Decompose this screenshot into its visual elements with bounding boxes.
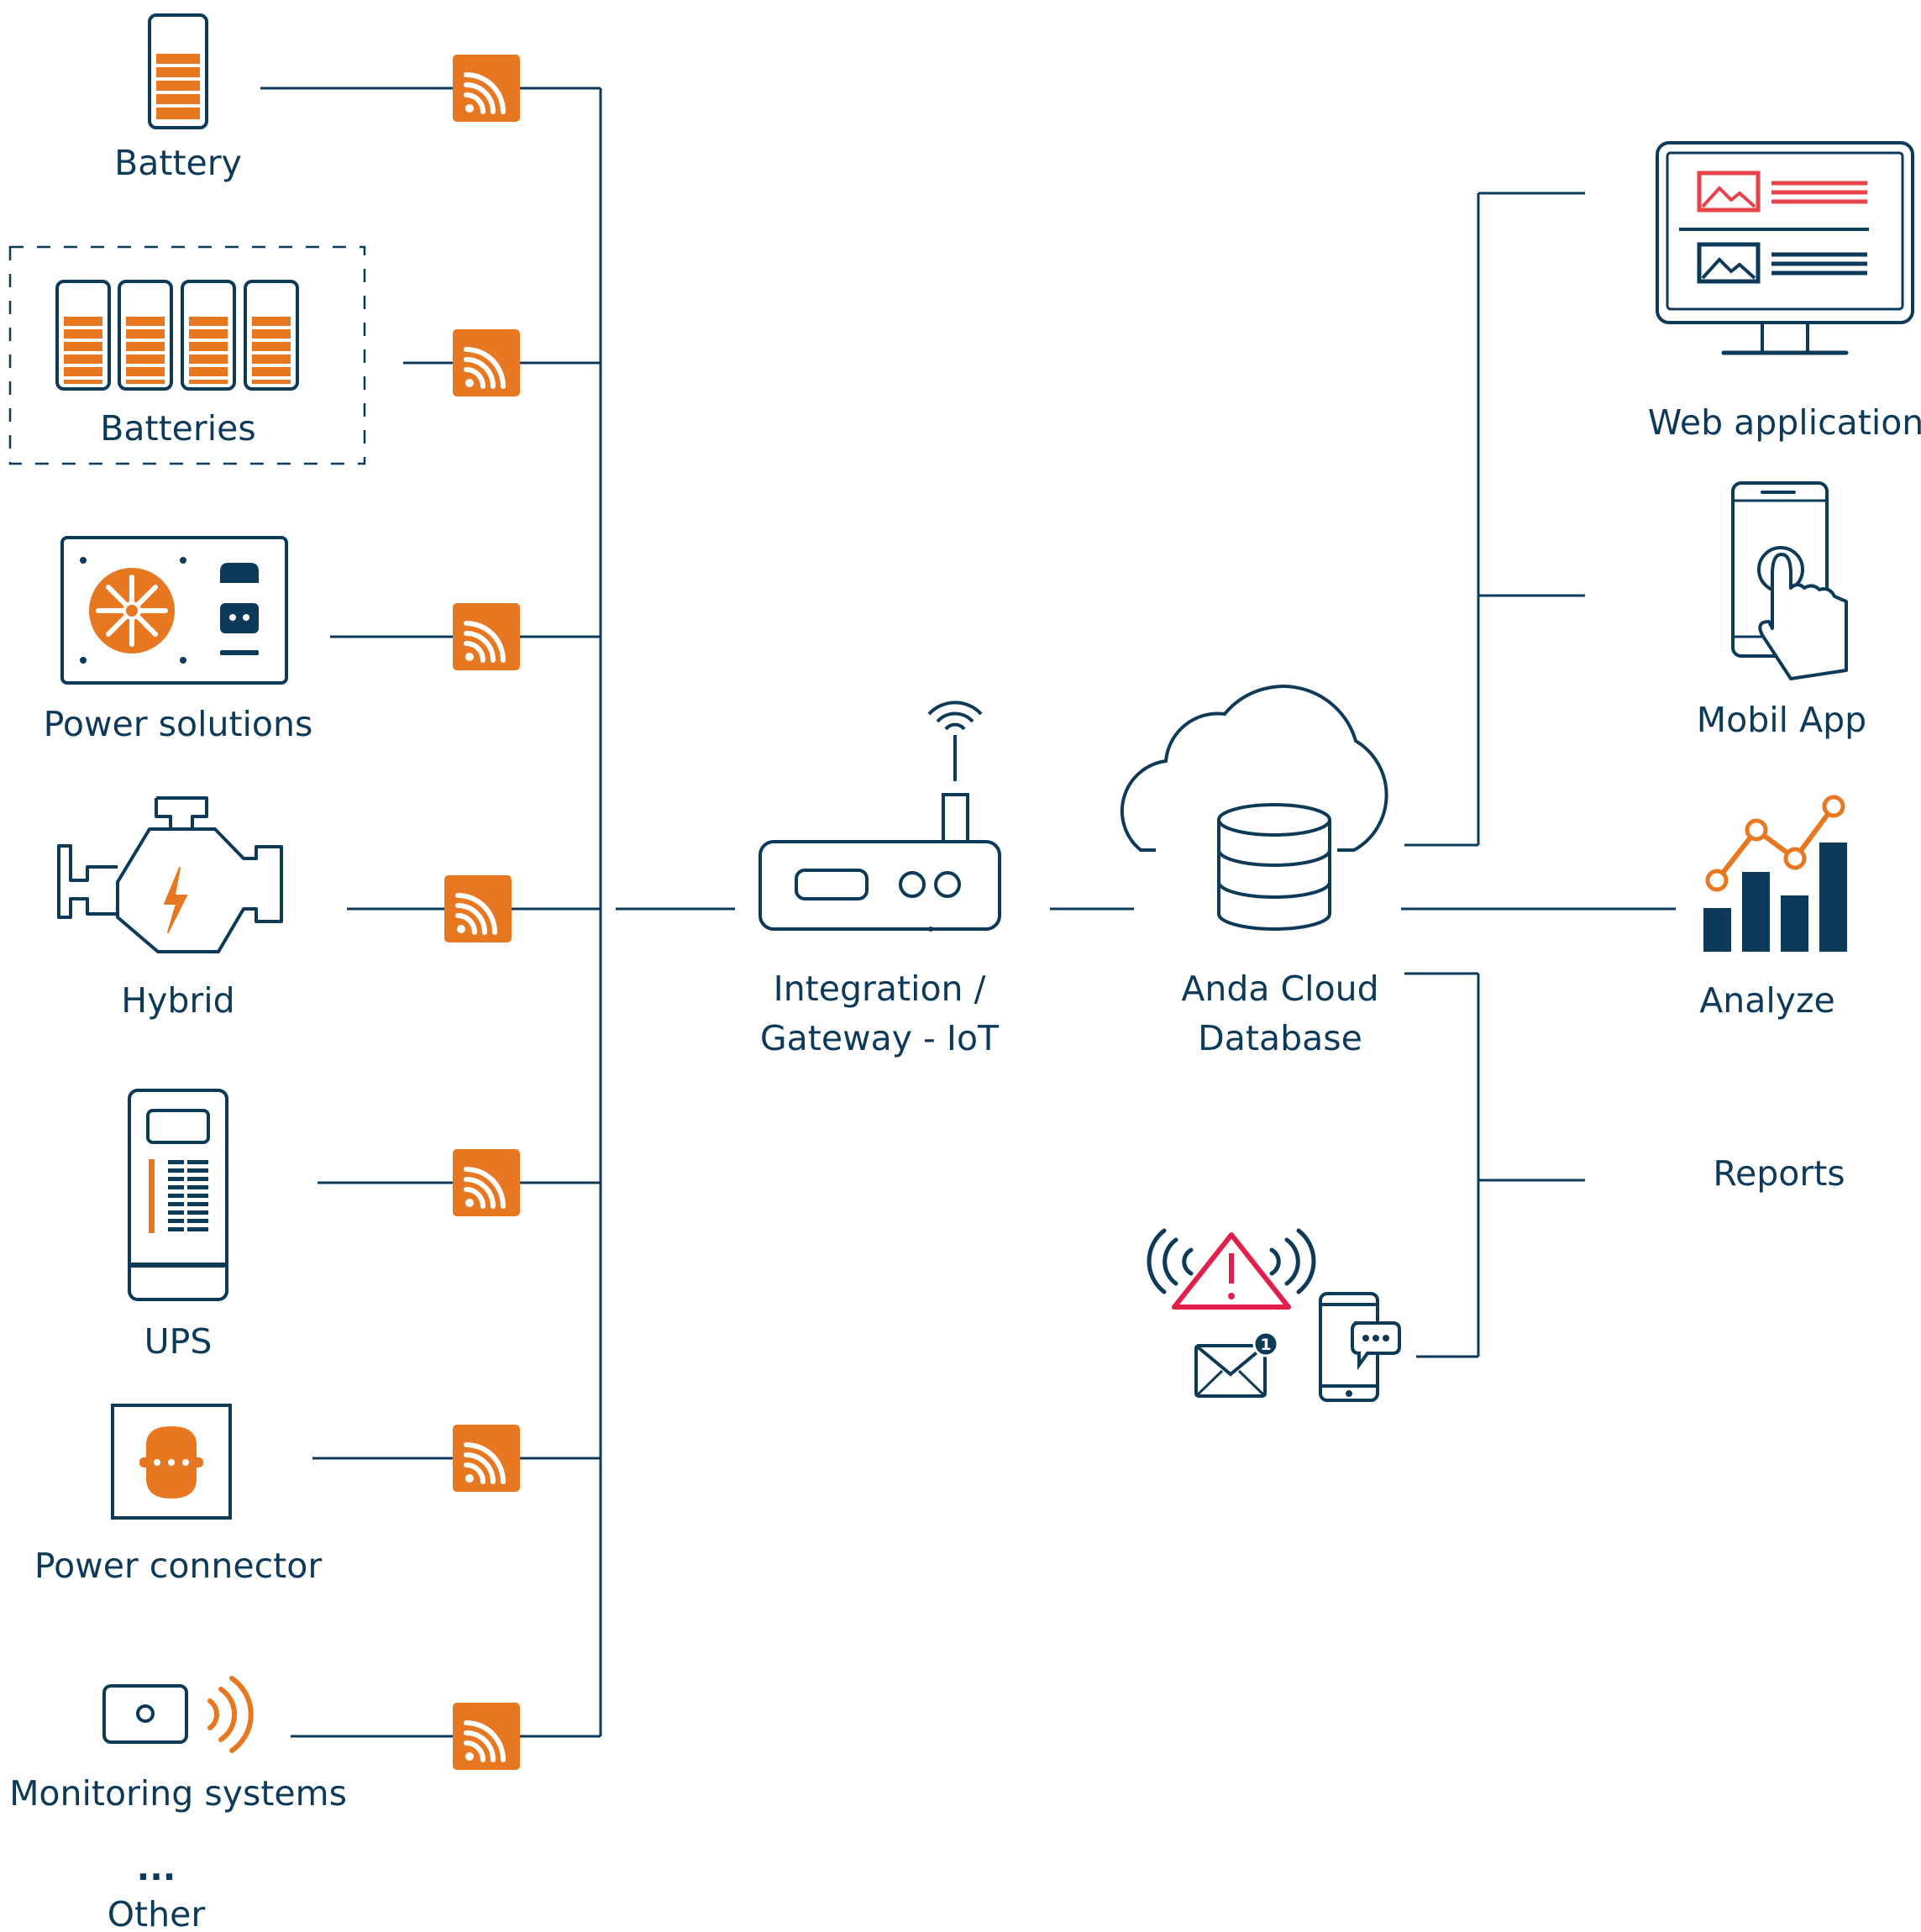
power-solutions-icon [60, 536, 288, 685]
router-icon [758, 701, 1001, 932]
device-label-ups: UPS [144, 1321, 213, 1362]
output-label-analyze: Analyze [1699, 980, 1835, 1021]
device-label-hybrid: Hybrid [121, 980, 234, 1021]
monitoring-sensor-icon [102, 1676, 254, 1753]
power-socket-icon [111, 1404, 232, 1520]
right-connectors [1401, 192, 1676, 1358]
output-label-mobil-app: Mobil App [1697, 700, 1866, 740]
other-ellipsis: ... [137, 1848, 176, 1888]
device-label-power-solutions: Power solutions [44, 704, 313, 744]
cloud-label-line2: Database [1198, 1018, 1362, 1058]
monitor-icon [1656, 141, 1914, 355]
cloud-label-line1: Anda Cloud [1181, 969, 1378, 1009]
wireless-signal-icon [453, 1703, 520, 1770]
email-badge-count: 1 [1260, 1336, 1271, 1354]
engine-icon [57, 796, 283, 953]
device-label-other: Other [108, 1894, 206, 1932]
wireless-signal-icon [444, 875, 512, 942]
wireless-signal-icon [453, 329, 520, 396]
ups-icon [128, 1089, 228, 1301]
smartphone-touch-icon [1731, 481, 1848, 680]
device-label-batteries: Batteries [100, 408, 255, 449]
wireless-badges [444, 55, 520, 1770]
cloud-database-icon [1120, 685, 1388, 931]
device-label-monitoring-systems: Monitoring systems [9, 1773, 347, 1814]
gateway-label-line2: Gateway - IoT [760, 1018, 1000, 1058]
wireless-signal-icon [453, 1149, 520, 1216]
device-label-battery: Battery [114, 143, 242, 183]
alarm-warning-icon [1147, 1228, 1316, 1310]
wireless-signal-icon [453, 603, 520, 670]
device-label-power-connector: Power connector [34, 1546, 323, 1586]
output-label-web-application: Web application [1648, 402, 1921, 443]
left-connectors [260, 87, 1134, 1738]
output-label-reports: Reports [1713, 1153, 1845, 1194]
batteries-icon [55, 280, 299, 391]
gateway-label-line1: Integration / [774, 969, 986, 1009]
wireless-signal-icon [453, 1425, 520, 1492]
wireless-signal-icon [453, 55, 520, 122]
phone-message-icon [1319, 1292, 1401, 1402]
batteries-group [8, 245, 366, 465]
battery-icon [148, 13, 208, 129]
email-icon: 1 [1194, 1331, 1279, 1398]
bar-line-chart-icon [1703, 795, 1847, 952]
